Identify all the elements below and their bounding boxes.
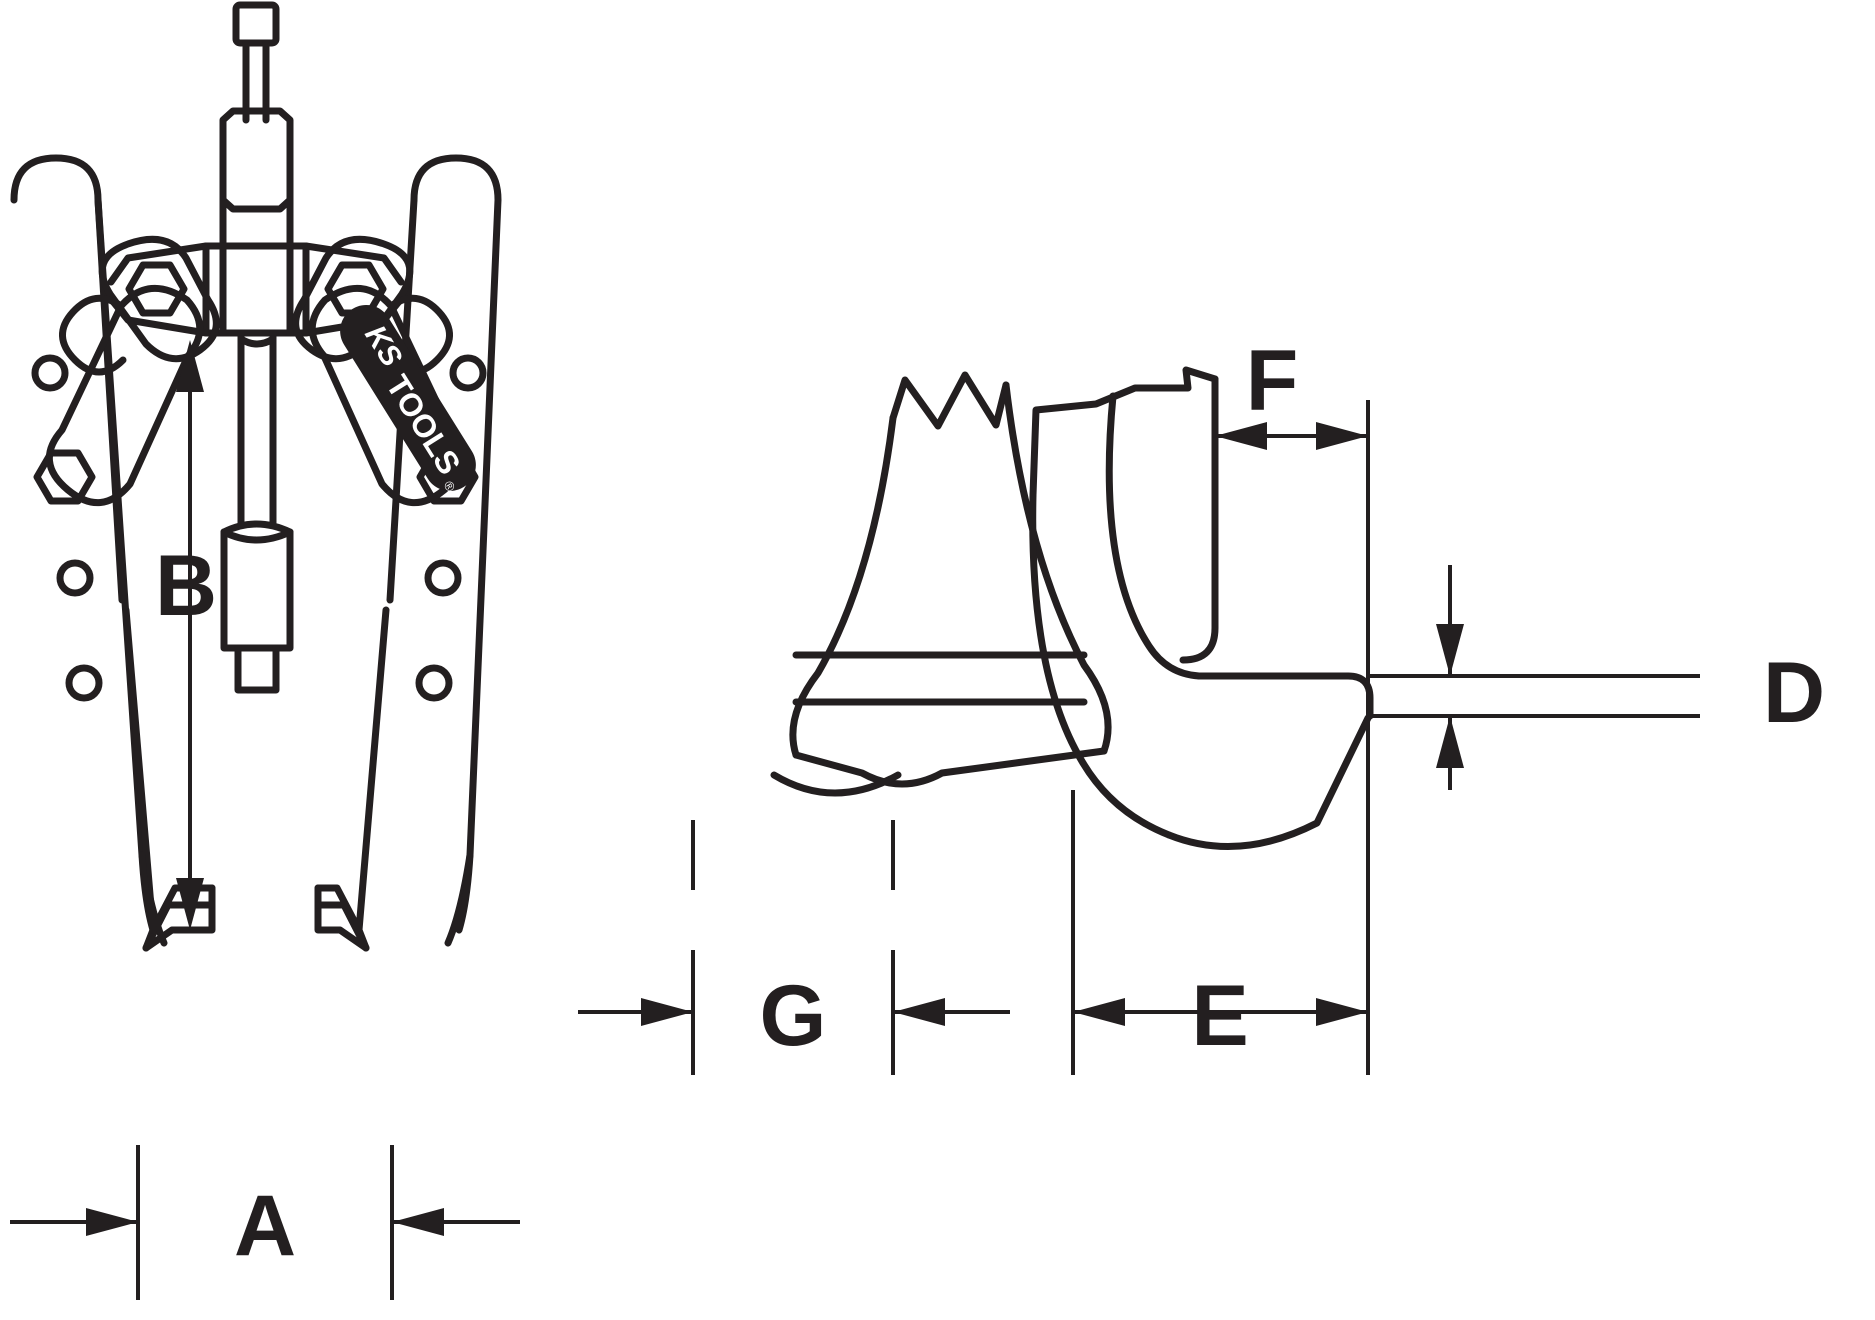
left-leg-hole-2 bbox=[56, 559, 94, 597]
left-leg-hole-3 bbox=[65, 664, 103, 702]
left-link-arm bbox=[45, 284, 204, 507]
spindle-body-upper bbox=[219, 196, 294, 250]
hook-outer-contour bbox=[1029, 491, 1173, 839]
right-leg-outer-lower bbox=[455, 851, 474, 934]
dimension-g-label: G bbox=[760, 968, 827, 1064]
right-leg-hole-3 bbox=[415, 664, 453, 702]
dimension-d-arrowhead-bottom bbox=[1436, 716, 1464, 768]
jaw-left-contour bbox=[789, 414, 897, 759]
dimension-a-group bbox=[10, 1145, 520, 1300]
jaw-bottom-round bbox=[770, 771, 902, 797]
brand-badge-plate bbox=[340, 305, 476, 491]
dimension-b-group bbox=[176, 340, 204, 930]
dimension-b-arrowhead-bottom bbox=[176, 878, 204, 930]
right-leg-inner-edge bbox=[355, 606, 390, 952]
yoke-spindle-bore bbox=[219, 242, 294, 337]
dimension-a-label: A bbox=[234, 1178, 296, 1274]
right-leg-hole-2 bbox=[424, 559, 462, 597]
left-leg-hole-1 bbox=[31, 354, 69, 392]
hook-break-line bbox=[1029, 366, 1219, 499]
dimension-f-arrowhead-right bbox=[1316, 998, 1368, 1026]
dimension-e-group bbox=[1213, 400, 1370, 470]
jaw-side-view bbox=[770, 371, 1112, 797]
hook-lip-bottom bbox=[1165, 714, 1372, 850]
spindle-sleeve-top-arc bbox=[220, 528, 294, 544]
dimension-b-arrowhead-top bbox=[176, 340, 204, 392]
right-link-upper-boss bbox=[292, 235, 414, 363]
dimension-e-arrowhead-right bbox=[1316, 422, 1368, 450]
hook-profile-view bbox=[1029, 366, 1374, 850]
left-link-hex-lower bbox=[33, 449, 96, 505]
right-leg-hole-1 bbox=[449, 354, 487, 392]
spindle-pressure-sleeve bbox=[220, 520, 294, 652]
right-leg-outer-edge bbox=[410, 154, 502, 947]
left-leg-outer-lower bbox=[138, 851, 157, 934]
left-link-lower-boss bbox=[59, 294, 127, 376]
dimension-g-group bbox=[578, 820, 1010, 1075]
dimension-a-arrowhead-left bbox=[86, 1208, 138, 1236]
hook-blade-right-edge bbox=[1179, 375, 1219, 664]
dimension-d-arrowhead-top bbox=[1436, 624, 1464, 676]
dimension-g-arrowhead-left bbox=[641, 998, 693, 1026]
dimension-d-group bbox=[1368, 565, 1700, 790]
jaw-right-contour bbox=[1002, 381, 1112, 755]
jaw-break-line bbox=[889, 371, 1010, 430]
dimension-f-arrowhead-left bbox=[1073, 998, 1125, 1026]
dimension-f-label: E bbox=[1191, 968, 1248, 1064]
dimension-a-arrowhead-right bbox=[392, 1208, 444, 1236]
dimension-b-label: B bbox=[155, 538, 217, 634]
dimension-d-label: D bbox=[1763, 645, 1825, 741]
spindle-shaft-lower bbox=[237, 329, 277, 527]
front-view bbox=[10, 1, 502, 952]
left-link-hex-upper bbox=[125, 261, 188, 317]
spindle-tip bbox=[234, 644, 280, 694]
yoke-top-profile bbox=[107, 242, 405, 286]
dimension-e-label: F bbox=[1246, 333, 1299, 429]
hook-inner-contour bbox=[1105, 392, 1203, 680]
spindle-hex-collar bbox=[219, 107, 294, 213]
spindle-shaft-fillet bbox=[237, 335, 277, 348]
left-link-upper-boss bbox=[98, 235, 220, 363]
dimension-e-arrowhead-left bbox=[1215, 422, 1267, 450]
dimension-g-arrowhead-right bbox=[893, 998, 945, 1026]
jaw-bottom-contour bbox=[792, 747, 1108, 788]
right-jaw-hook-top bbox=[314, 884, 363, 934]
spindle-shaft-upper bbox=[242, 39, 270, 124]
spindle-drive-square bbox=[232, 1, 280, 47]
dimension-f-group bbox=[1071, 440, 1370, 1075]
